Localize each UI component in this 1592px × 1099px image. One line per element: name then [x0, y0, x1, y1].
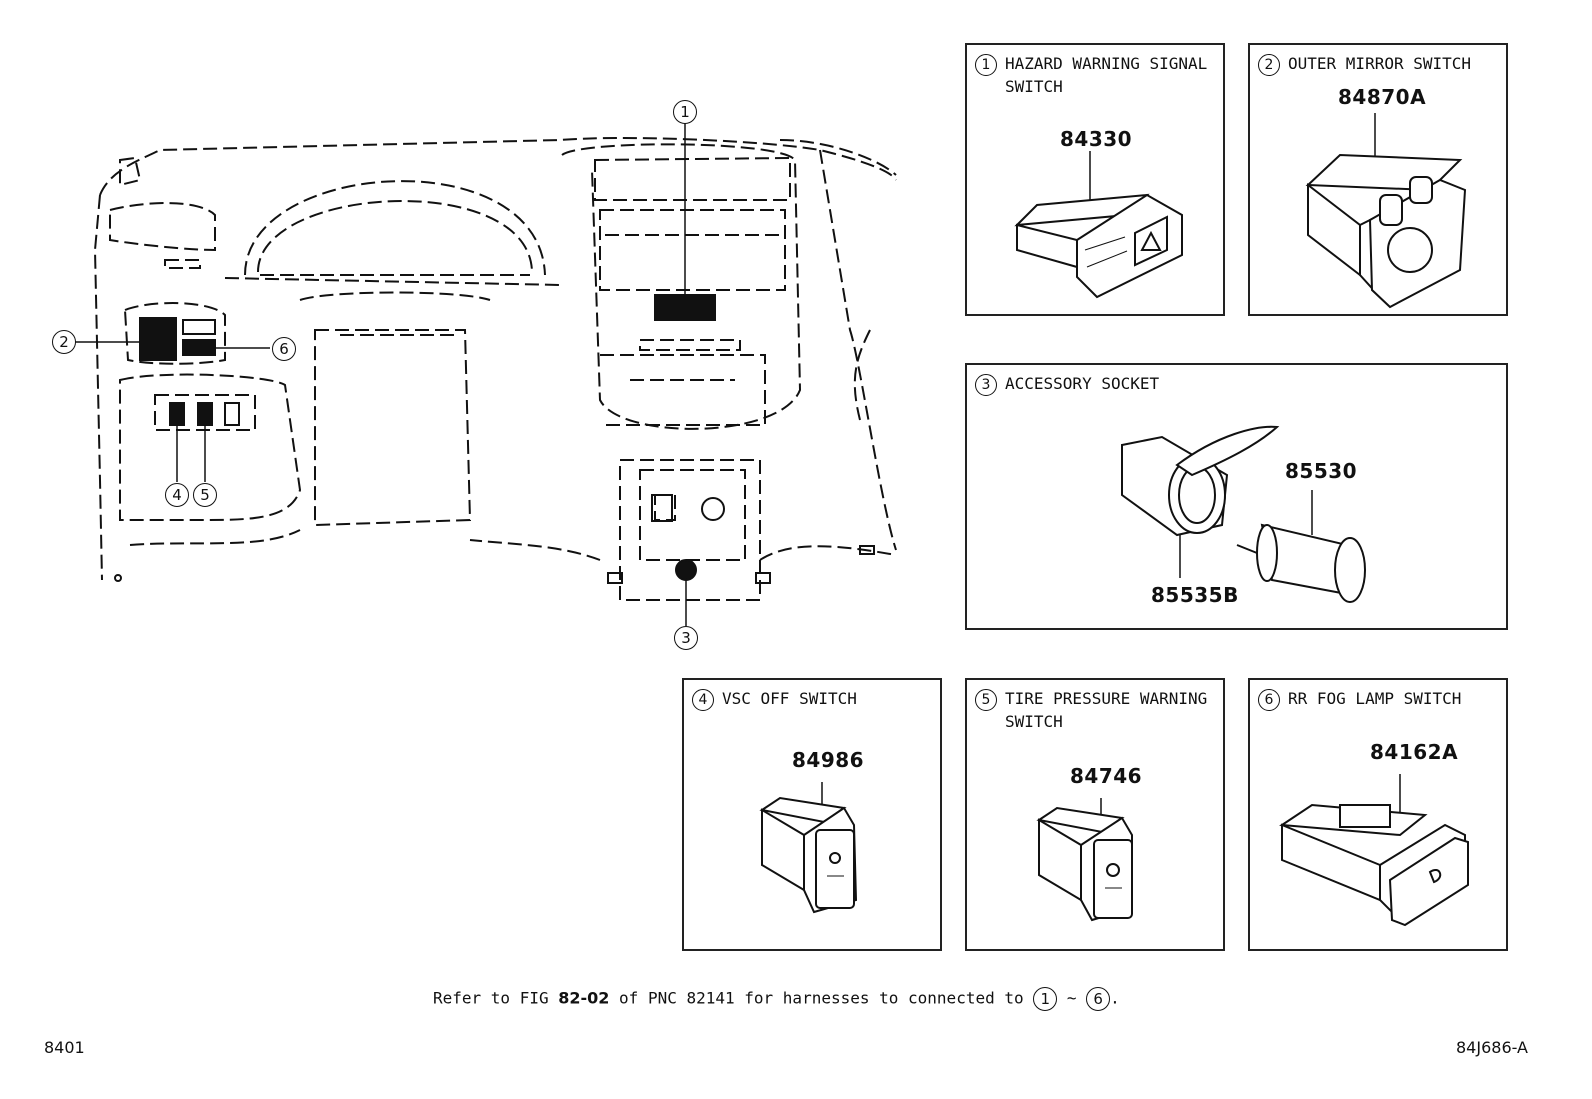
part-number-socket: 85535B	[1151, 583, 1239, 607]
panel-title: 1 HAZARD WARNING SIGNAL SWITCH	[975, 53, 1207, 98]
overview-callout-1: 1	[673, 100, 697, 124]
panel-number: 4	[692, 688, 714, 711]
panel-title-line1: ACCESSORY SOCKET	[1005, 374, 1160, 393]
panel-title-line2: SWITCH	[1005, 711, 1063, 731]
panel-title: 6 RR FOG LAMP SWITCH	[1258, 688, 1461, 711]
panel-title: 2 OUTER MIRROR SWITCH	[1258, 53, 1471, 76]
figure-code: 84J686-A	[1456, 1038, 1528, 1057]
hazard-switch-icon	[1014, 151, 1183, 299]
panel-title-line1: VSC OFF SWITCH	[722, 689, 857, 708]
part-number: 84986	[792, 748, 865, 772]
part-number: 84870A	[1338, 85, 1427, 109]
range-end-circle: 6	[1086, 987, 1111, 1011]
tire-pressure-switch-icon	[1036, 798, 1133, 922]
overview-callout-3: 3	[674, 626, 698, 650]
page-code: 8401	[44, 1038, 85, 1057]
part-number-plug: 85530	[1285, 459, 1358, 483]
panel-number: 1	[975, 53, 997, 76]
panel-number: 6	[1258, 688, 1280, 711]
panel-accessory-socket: 3 ACCESSORY SOCKET 85530 85535B	[965, 363, 1508, 630]
vsc-switch-icon	[759, 782, 858, 914]
panel-hazard-warning-switch: 1 HAZARD WARNING SIGNAL SWITCH 84330	[965, 43, 1225, 316]
note-prefix: Refer to FIG	[433, 988, 559, 1008]
mirror-switch-icon	[1305, 113, 1467, 309]
note-tail: .	[1110, 988, 1120, 1008]
accessory-socket-icon	[1121, 425, 1366, 603]
dashboard-overview-drawing	[75, 122, 897, 626]
panel-title-line1: TIRE PRESSURE WARNING	[1005, 689, 1208, 708]
part-number: 84330	[1060, 127, 1133, 151]
overview-callout-6: 6	[272, 337, 296, 361]
overview-callout-4: 4	[165, 483, 189, 507]
part-number: 84162A	[1370, 740, 1459, 764]
panel-rr-fog-lamp-switch: 6 RR FOG LAMP SWITCH 84162A	[1248, 678, 1508, 951]
overview-callout-2: 2	[52, 330, 76, 354]
panel-title-line1: HAZARD WARNING SIGNAL	[1005, 54, 1208, 73]
panel-title-line1: RR FOG LAMP SWITCH	[1288, 689, 1462, 708]
fog-lamp-switch-icon	[1279, 774, 1469, 927]
panel-title-line2: SWITCH	[1005, 76, 1063, 96]
range-separator: ~	[1057, 988, 1087, 1008]
range-start-circle: 1	[1033, 987, 1058, 1011]
panel-outer-mirror-switch: 2 OUTER MIRROR SWITCH 84870A	[1248, 43, 1508, 316]
overview-callout-5: 5	[193, 483, 217, 507]
panel-vsc-off-switch: 4 VSC OFF SWITCH 84986	[682, 678, 942, 951]
panel-number: 5	[975, 688, 997, 711]
panel-title: 5 TIRE PRESSURE WARNING SWITCH	[975, 688, 1207, 733]
harness-reference-note: Refer to FIG 82-02 of PNC 82141 for harn…	[433, 987, 1120, 1011]
panel-tire-pressure-warning-switch: 5 TIRE PRESSURE WARNING SWITCH 84746	[965, 678, 1225, 951]
panel-title-line1: OUTER MIRROR SWITCH	[1288, 54, 1472, 73]
panel-number: 2	[1258, 53, 1280, 76]
panel-number: 3	[975, 373, 997, 396]
figure-reference: 82-02	[558, 988, 610, 1008]
panel-title: 3 ACCESSORY SOCKET	[975, 373, 1159, 396]
note-middle: of PNC 82141 for harnesses to connected …	[609, 988, 1034, 1008]
panel-title: 4 VSC OFF SWITCH	[692, 688, 857, 711]
part-number: 84746	[1070, 764, 1143, 788]
